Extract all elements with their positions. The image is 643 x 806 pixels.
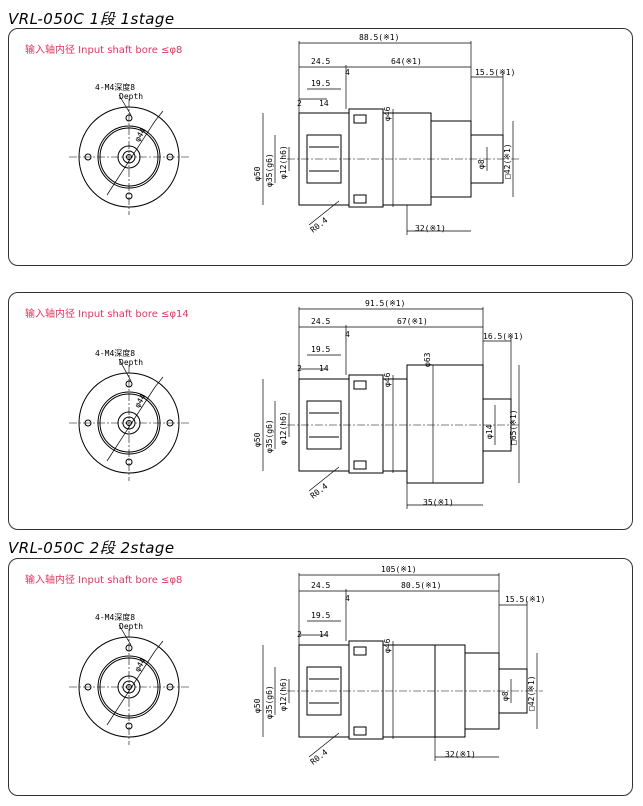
dim-2: 2: [297, 99, 302, 108]
drawing-panel-1stage-large: 输入轴内径 Input shaft bore ≤φ14 φ44 4-M4深度8 …: [8, 292, 633, 530]
dim-bottom: 35(※1): [423, 498, 454, 507]
dim-bottom: 32(※1): [415, 224, 446, 233]
technical-drawing: φ44 4-M4深度8 Depth: [69, 299, 523, 509]
dim-phi12: φ12(h6): [279, 677, 288, 711]
depth-label: Depth: [119, 358, 143, 367]
technical-drawing: φ44 4-M4深度8 Depth: [69, 565, 545, 767]
dim-radius: R0.4: [309, 482, 330, 501]
dim-phi50: φ50: [253, 698, 262, 713]
dim-four: 4: [345, 594, 350, 603]
dim-left: 24.5: [311, 57, 330, 66]
dim-total: 91.5(※1): [365, 299, 405, 308]
dim-phi63: φ63: [423, 352, 432, 367]
dim-tail: 16.5(※1): [483, 332, 523, 341]
dim-2: 2: [297, 630, 302, 639]
front-view: φ44 4-M4深度8 Depth: [69, 612, 189, 745]
holes-label: 4-M4深度8: [95, 82, 135, 92]
dim-phi46: φ46: [383, 372, 392, 387]
dim-phi46: φ46: [383, 638, 392, 653]
dim-bore-phi: φ8: [477, 159, 486, 169]
dim-bottom: 32(※1): [445, 750, 476, 759]
dim-2: 2: [297, 364, 302, 373]
dim-right: 67(※1): [397, 317, 428, 326]
side-view: 91.5(※1) 24.5 67(※1) 4 16.5(※1) 19.5 2 1…: [253, 299, 523, 509]
dim-square: □42(※1): [527, 675, 536, 711]
dim-tail: 15.5(※1): [505, 595, 545, 604]
dim-bore-phi: φ14: [485, 424, 494, 439]
depth-label: Depth: [119, 92, 143, 101]
dim-total: 105(※1): [381, 565, 417, 574]
input-bore-label: 输入轴内径 Input shaft bore ≤φ8: [25, 575, 183, 586]
dim-phi50: φ50: [253, 166, 262, 181]
dim-total: 88.5(※1): [359, 33, 399, 42]
input-bore-label: 输入轴内径 Input shaft bore ≤φ8: [25, 45, 183, 56]
dim-phi35: φ35(g6): [265, 419, 274, 453]
drawing-panel-2stage: 输入轴内径 Input shaft bore ≤φ8 φ44 4-M4深度8 D…: [8, 558, 633, 796]
dim-phi35: φ35(g6): [265, 153, 274, 187]
dim-14: 14: [319, 99, 329, 108]
dim-14: 14: [319, 364, 329, 373]
dim-phi46: φ46: [383, 106, 392, 121]
section-title-2stage: VRL-050C 2段 2stage: [8, 539, 175, 557]
dim-phi12: φ12(h6): [279, 411, 288, 445]
dim-phi50: φ50: [253, 432, 262, 447]
dim-phi35: φ35(g6): [265, 685, 274, 719]
dim-four: 4: [345, 330, 350, 339]
side-view: 105(※1) 24.5 80.5(※1) 4 15.5(※1) 19.5 2 …: [253, 565, 545, 767]
drawing-panel-1stage-small: 输入轴内径 Input shaft bore ≤φ8 φ44 4-M4深度8 D…: [8, 28, 633, 266]
dim-19-5: 19.5: [311, 345, 330, 354]
dim-19-5: 19.5: [311, 611, 330, 620]
front-view: φ44 4-M4深度8 Depth: [69, 82, 189, 215]
dim-left: 24.5: [311, 317, 330, 326]
dim-left: 24.5: [311, 581, 330, 590]
dim-right: 80.5(※1): [401, 581, 441, 590]
dim-right: 64(※1): [391, 57, 422, 66]
dim-bore-phi: φ8: [501, 691, 510, 701]
front-view: φ44 4-M4深度8 Depth: [69, 348, 189, 481]
input-bore-label: 输入轴内径 Input shaft bore ≤φ14: [25, 309, 189, 320]
side-view: 88.5(※1) 24.5 64(※1) 4 15.5(※1) 19.5 2 1…: [253, 33, 521, 235]
dim-four: 4: [345, 68, 350, 77]
dim-14: 14: [319, 630, 329, 639]
technical-drawing: φ44 4-M4深度8 Depth: [69, 33, 521, 235]
dim-phi12: φ12(h6): [279, 145, 288, 179]
dim-radius: R0.4: [309, 748, 330, 767]
dim-square: □65(※1): [509, 409, 518, 445]
dim-tail: 15.5(※1): [475, 68, 515, 77]
holes-label: 4-M4深度8: [95, 612, 135, 622]
dim-19-5: 19.5: [311, 79, 330, 88]
section-title-1stage: VRL-050C 1段 1stage: [8, 10, 175, 28]
dim-radius: R0.4: [309, 216, 330, 235]
dim-square: □42(※1): [503, 143, 512, 179]
depth-label: Depth: [119, 622, 143, 631]
holes-label: 4-M4深度8: [95, 348, 135, 358]
